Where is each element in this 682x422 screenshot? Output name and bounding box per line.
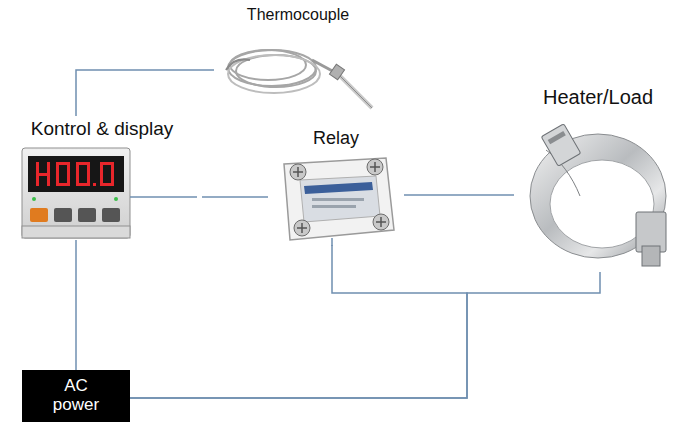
heater-picture <box>530 124 666 266</box>
wire <box>130 272 600 398</box>
power-box: AC power <box>22 370 130 422</box>
relay-picture <box>284 158 394 240</box>
component-label: Thermocouple <box>214 4 382 24</box>
component-block: Thermocouple <box>214 4 382 112</box>
wire <box>130 245 467 398</box>
component-label: Kontrol & display <box>2 116 202 140</box>
wire <box>75 240 77 370</box>
wire <box>404 194 514 196</box>
wire-stub <box>130 197 332 246</box>
controller-picture <box>22 148 130 238</box>
wire <box>76 70 214 116</box>
component-block: Heater/Load <box>514 84 682 272</box>
component-block: Kontrol & display <box>2 116 202 240</box>
thermocouple-picture <box>226 50 372 108</box>
component-block: Relay <box>268 126 404 245</box>
component-label: Relay <box>268 126 404 149</box>
component-label: Heater/Load <box>514 84 682 109</box>
wire <box>202 196 268 198</box>
power-label: AC power <box>44 377 108 414</box>
